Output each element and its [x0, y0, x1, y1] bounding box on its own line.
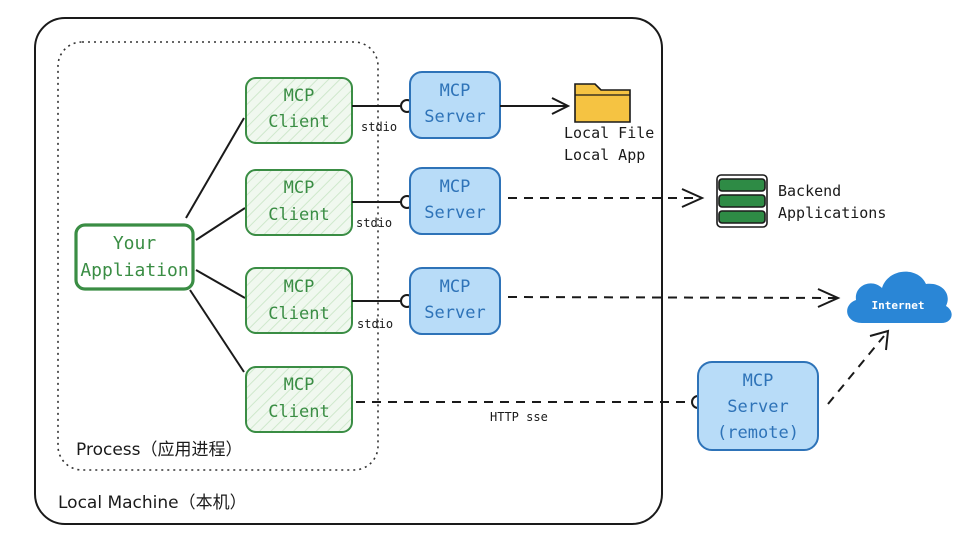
arrow-to-internet	[507, 288, 841, 308]
database-icon	[716, 174, 768, 228]
client-1-line2: Client	[268, 112, 329, 132]
mcp-client-3: MCP Client	[245, 267, 353, 334]
stdio-label-1: stdio	[361, 120, 397, 134]
server-1-line1: MCP	[440, 81, 471, 101]
cloud-icon	[847, 271, 952, 324]
backend-target-line1: Backend	[778, 182, 841, 200]
remote-server-line2: Server	[727, 397, 788, 417]
local-target-line2: Local App	[564, 146, 645, 164]
folder-icon	[574, 83, 631, 123]
stdio-label-3: stdio	[357, 317, 393, 331]
remote-server-line3: (remote)	[717, 423, 799, 443]
local-target-line1: Local File	[564, 124, 654, 142]
client-2-line2: Client	[268, 205, 329, 225]
backend-target-line2: Applications	[778, 204, 886, 222]
client-3-line1: MCP	[284, 277, 315, 297]
app-client-line-3	[195, 269, 246, 299]
arrow-remote-to-internet	[827, 329, 890, 405]
client-1-line1: MCP	[284, 86, 315, 106]
mcp-server-2: MCP Server	[409, 167, 501, 235]
process-label: Process（应用进程）	[76, 440, 243, 460]
mcp-server-remote: MCP Server (remote)	[697, 361, 819, 451]
arrow-to-local	[500, 97, 571, 115]
app-label-line2: Appliation	[80, 260, 188, 281]
process-container	[57, 41, 379, 471]
mcp-client-2: MCP Client	[245, 169, 353, 236]
server-1-line2: Server	[424, 107, 485, 127]
http-sse-connector	[356, 395, 705, 409]
app-client-line-1	[185, 117, 245, 219]
local-machine-container	[34, 17, 663, 525]
app-client-line-2	[195, 207, 246, 241]
app-to-client-lines	[185, 117, 246, 373]
client-4-line2: Client	[268, 402, 329, 422]
client-3-line2: Client	[268, 304, 329, 324]
your-application-box: Your Appliation	[74, 223, 195, 291]
client-4-line1: MCP	[284, 375, 315, 395]
mcp-server-1: MCP Server	[409, 71, 501, 139]
server-2-line1: MCP	[440, 177, 471, 197]
app-label-line1: Your	[113, 233, 157, 254]
http-sse-label: HTTP sse	[490, 410, 548, 424]
server-3-line1: MCP	[440, 277, 471, 297]
app-client-line-4	[189, 289, 245, 373]
arrow-to-backend	[508, 188, 705, 208]
server-2-line2: Server	[424, 203, 485, 223]
mcp-client-1: MCP Client	[245, 77, 353, 144]
remote-server-line1: MCP	[743, 371, 774, 391]
local-machine-label: Local Machine（本机）	[58, 493, 247, 513]
client-2-line1: MCP	[284, 178, 315, 198]
stdio-label-2: stdio	[356, 216, 392, 230]
server-3-line2: Server	[424, 303, 485, 323]
mcp-client-4: MCP Client	[245, 366, 353, 433]
internet-label: Internet	[872, 299, 925, 312]
mcp-server-3: MCP Server	[409, 267, 501, 335]
